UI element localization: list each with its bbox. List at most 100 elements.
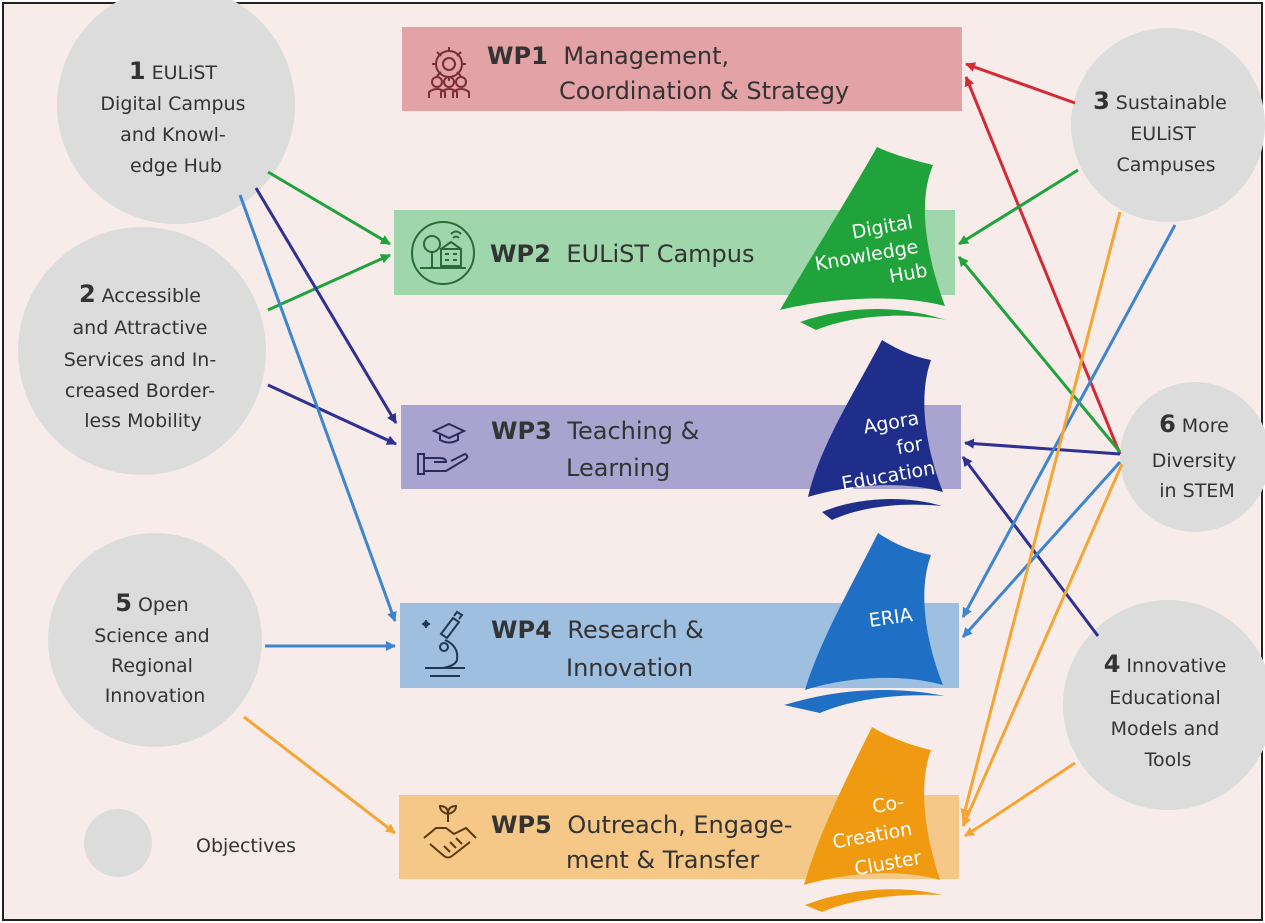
arrows bbox=[238, 62, 1177, 838]
sail-agora-for-education-line2: for bbox=[895, 433, 925, 459]
objective-2: 2 Accessible and Attractive Services and … bbox=[18, 227, 266, 475]
wp4-line2: Innovation bbox=[566, 654, 693, 682]
sail-co-creation-cluster-line1: Co- bbox=[870, 791, 905, 818]
arrow-obj3-wp2 bbox=[958, 168, 1079, 246]
sail-co-creation-cluster-wave bbox=[805, 889, 942, 912]
arrow-obj1-wp4 bbox=[238, 194, 397, 622]
objective-2-line5: less Mobility bbox=[84, 410, 201, 432]
objective-1-number: 1 bbox=[129, 57, 146, 85]
objective-4-line2: Educational bbox=[1109, 687, 1221, 709]
arrow-obj6-wp1 bbox=[964, 76, 1122, 455]
svg-text:WP5 Outreach, Engage-: WP5 Outreach, Engage- bbox=[491, 811, 792, 839]
svg-text:WP3 Teaching &: WP3 Teaching & bbox=[491, 417, 699, 445]
objective-3-line3: Campuses bbox=[1116, 154, 1215, 176]
arrow-obj6-wp3 bbox=[964, 438, 1121, 456]
microscope-icon bbox=[422, 610, 465, 677]
sail-digital-knowledge-hub: Digital Knowledge Hub bbox=[780, 147, 946, 330]
graduation-hand-icon bbox=[417, 422, 469, 475]
objective-4-line3: Models and bbox=[1111, 718, 1220, 740]
objective-4-number: 4 bbox=[1104, 650, 1121, 678]
objective-5-line4: Innovation bbox=[105, 685, 206, 707]
wp5-line2: ment & Transfer bbox=[566, 846, 759, 874]
objective-2-line1: Accessible bbox=[102, 285, 201, 307]
wp1-line1: Management, bbox=[563, 42, 729, 70]
arrow-obj2-wp2 bbox=[267, 253, 391, 312]
legend-objectives-label: Objectives bbox=[196, 835, 296, 857]
sail-eria: ERIA bbox=[784, 533, 945, 713]
objective-2-line3: Services and In- bbox=[64, 349, 216, 371]
sail-agora-for-education-shape bbox=[808, 340, 943, 497]
objective-5-line2: Science and bbox=[94, 625, 209, 647]
handshake-plant-icon bbox=[423, 804, 477, 859]
objective-4-circle bbox=[1063, 600, 1265, 810]
objective-3-line2: EULiST bbox=[1130, 123, 1196, 145]
svg-text:WP1 Management,: WP1 Management, bbox=[487, 42, 729, 70]
wp5-code: WP5 bbox=[491, 811, 552, 839]
objective-2-number: 2 bbox=[79, 280, 96, 308]
arrow-obj4-wp3 bbox=[961, 456, 1100, 637]
objective-2-line4: creased Border- bbox=[65, 380, 215, 402]
objective-3-line1: Sustainable bbox=[1116, 92, 1227, 114]
sail-agora-for-education-wave bbox=[822, 499, 942, 520]
arrow-obj3-wp5 bbox=[960, 211, 1122, 819]
wp2-line1: EULiST Campus bbox=[566, 240, 754, 268]
objective-6-number: 6 bbox=[1159, 410, 1176, 438]
arrow-obj6-wp2 bbox=[957, 256, 1122, 453]
objective-1-line1: EULiST bbox=[152, 62, 218, 84]
objective-5-number: 5 bbox=[115, 589, 132, 617]
arrow-obj1-wp2 bbox=[267, 170, 391, 246]
objective-2-line2: and Attractive bbox=[73, 317, 208, 339]
objective-1-circle bbox=[57, 0, 295, 224]
sail-co-creation-cluster-shape bbox=[804, 727, 940, 885]
objective-1-line2: Digital Campus bbox=[100, 93, 245, 115]
wp1-code: WP1 bbox=[487, 42, 548, 70]
objective-6-line3: in STEM bbox=[1159, 480, 1234, 502]
objective-5-line1: Open bbox=[138, 594, 189, 616]
sail-co-creation-cluster: Co- Creation Cluster bbox=[804, 727, 942, 912]
objective-5-circle bbox=[48, 533, 262, 747]
wp3-line1: Teaching & bbox=[566, 417, 699, 445]
sail-digital-knowledge-hub-wave bbox=[800, 308, 946, 330]
wp3-line2: Learning bbox=[566, 454, 670, 482]
arrow-obj5-wp5 bbox=[243, 715, 396, 835]
svg-text:WP4 Research &: WP4 Research & bbox=[491, 616, 704, 644]
wp4-line1: Research & bbox=[567, 616, 703, 644]
objective-3-number: 3 bbox=[1093, 87, 1110, 115]
legend: Objectives bbox=[84, 809, 296, 877]
arrow-obj4-wp5 bbox=[964, 761, 1076, 838]
arrow-obj3-wp1 bbox=[965, 62, 1076, 105]
sail-digital-knowledge-hub-shape bbox=[780, 147, 945, 310]
team-gear-icon bbox=[428, 47, 470, 98]
objective-4-line4: Tools bbox=[1144, 749, 1192, 771]
objective-1-line3: and Knowl- bbox=[120, 124, 226, 146]
objective-3-circle bbox=[1071, 28, 1265, 222]
sail-eria-shape bbox=[805, 533, 943, 690]
objective-4-line1: Innovative bbox=[1126, 655, 1226, 677]
arrow-obj2-wp3 bbox=[267, 383, 397, 446]
wp4-code: WP4 bbox=[491, 616, 552, 644]
wp3-code: WP3 bbox=[491, 417, 552, 445]
wp5-line1: Outreach, Engage- bbox=[567, 811, 792, 839]
wp1-bar bbox=[402, 27, 962, 111]
sail-eria-wave bbox=[784, 689, 945, 713]
wp2-code: WP2 bbox=[490, 240, 551, 268]
legend-objectives-circle bbox=[84, 809, 152, 877]
wp1-line2: Coordination & Strategy bbox=[559, 77, 849, 105]
wp1-box: WP1 Management, Coordination & Strategy bbox=[402, 27, 962, 111]
objective-6-line2: Diversity bbox=[1152, 450, 1237, 472]
campus-wifi-icon bbox=[411, 221, 475, 285]
arrow-obj1-wp3 bbox=[254, 187, 398, 424]
svg-text:WP2 EULiST Campus: WP2 EULiST Campus bbox=[490, 240, 755, 268]
arrow-obj3-wp4 bbox=[961, 224, 1177, 618]
